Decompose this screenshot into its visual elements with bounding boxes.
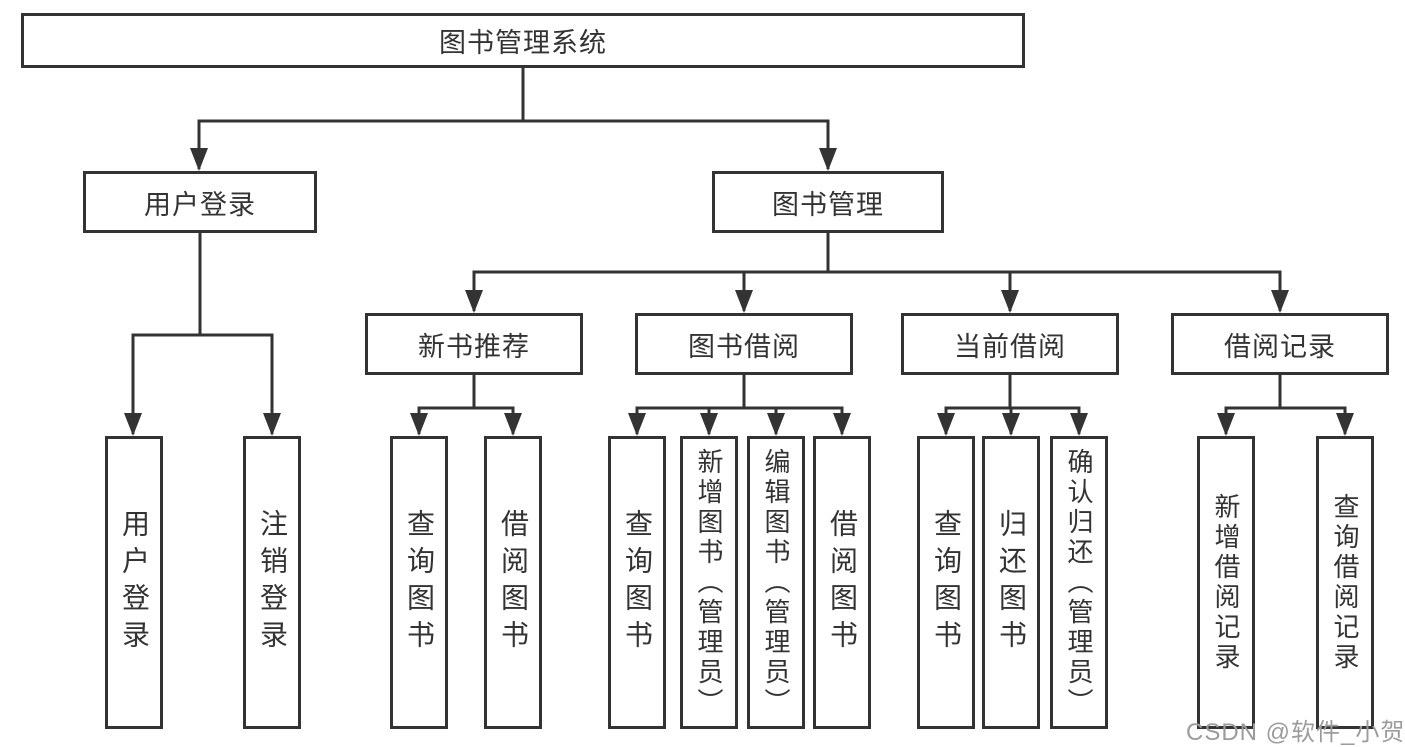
- leaf-label: 借阅图书: [827, 508, 858, 657]
- leaf-label: 注销登录: [257, 508, 288, 657]
- node-borrowing-query-books: 查询图书: [608, 436, 666, 729]
- node-records-add-borrow-record: 新增借阅记录: [1197, 436, 1255, 729]
- leaf-label: 查询图书: [404, 508, 435, 657]
- arrowhead-icons: [124, 148, 1354, 436]
- node-current-confirm-return-admin: 确认归还（管理员）: [1050, 436, 1108, 729]
- leaf-label: 新增图书（管理员）: [694, 447, 724, 718]
- leaf-label: 用户登录: [119, 508, 150, 657]
- node-logout-action: 注销登录: [243, 436, 301, 729]
- connector-lines: [131, 68, 1347, 434]
- node-current-query-books: 查询图书: [917, 436, 975, 729]
- node-new-book-recommendation: 新书推荐: [365, 313, 583, 375]
- leaf-label: 查询图书: [622, 508, 653, 657]
- node-borrowing-borrow-books: 借阅图书: [813, 436, 871, 729]
- node-recommend-borrow-books: 借阅图书: [484, 436, 542, 729]
- leaf-label: 借阅图书: [498, 508, 529, 657]
- leaf-label: 新增借阅记录: [1211, 492, 1241, 673]
- node-borrowing-add-books-admin: 新增图书（管理员）: [680, 436, 738, 729]
- csdn-watermark: CSDN @软件_小贺同学: [1186, 719, 1405, 746]
- node-library-management-system: 图书管理系统: [21, 13, 1025, 68]
- leaf-label: 编辑图书（管理员）: [761, 447, 791, 718]
- leaf-label: 查询图书: [931, 508, 962, 657]
- node-borrowing-records: 借阅记录: [1171, 313, 1389, 375]
- node-user-login-action: 用户登录: [105, 436, 163, 729]
- node-records-query-borrow-record: 查询借阅记录: [1316, 436, 1374, 729]
- leaf-label: 确认归还（管理员）: [1064, 447, 1094, 718]
- node-current-return-books: 归还图书: [982, 436, 1040, 729]
- node-recommend-query-books: 查询图书: [390, 436, 448, 729]
- node-book-management: 图书管理: [712, 171, 944, 233]
- leaf-label: 归还图书: [996, 508, 1027, 657]
- node-book-borrowing: 图书借阅: [635, 313, 853, 375]
- node-current-borrowing: 当前借阅: [901, 313, 1119, 375]
- node-user-login: 用户登录: [83, 171, 317, 233]
- leaf-label: 查询借阅记录: [1330, 492, 1360, 673]
- node-borrowing-edit-books-admin: 编辑图书（管理员）: [747, 436, 805, 729]
